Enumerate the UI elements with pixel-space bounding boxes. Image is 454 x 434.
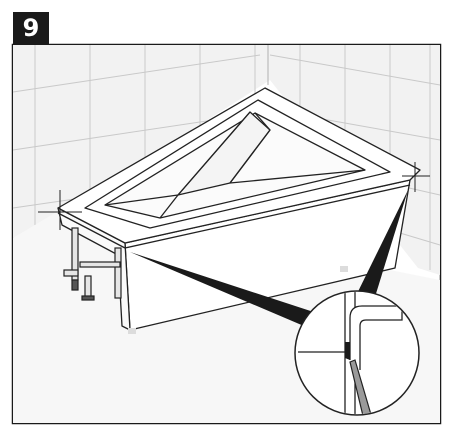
- apron-feet: [128, 266, 348, 334]
- sealant-gun-nozzle: [349, 359, 373, 414]
- bath-support-frame: [63, 227, 122, 301]
- tiled-wall: [12, 45, 441, 275]
- joint-reference-marks: [38, 162, 430, 230]
- step-number-badge: 9: [13, 12, 49, 45]
- magnified-detail: [294, 290, 420, 416]
- bathtub: [57, 87, 421, 331]
